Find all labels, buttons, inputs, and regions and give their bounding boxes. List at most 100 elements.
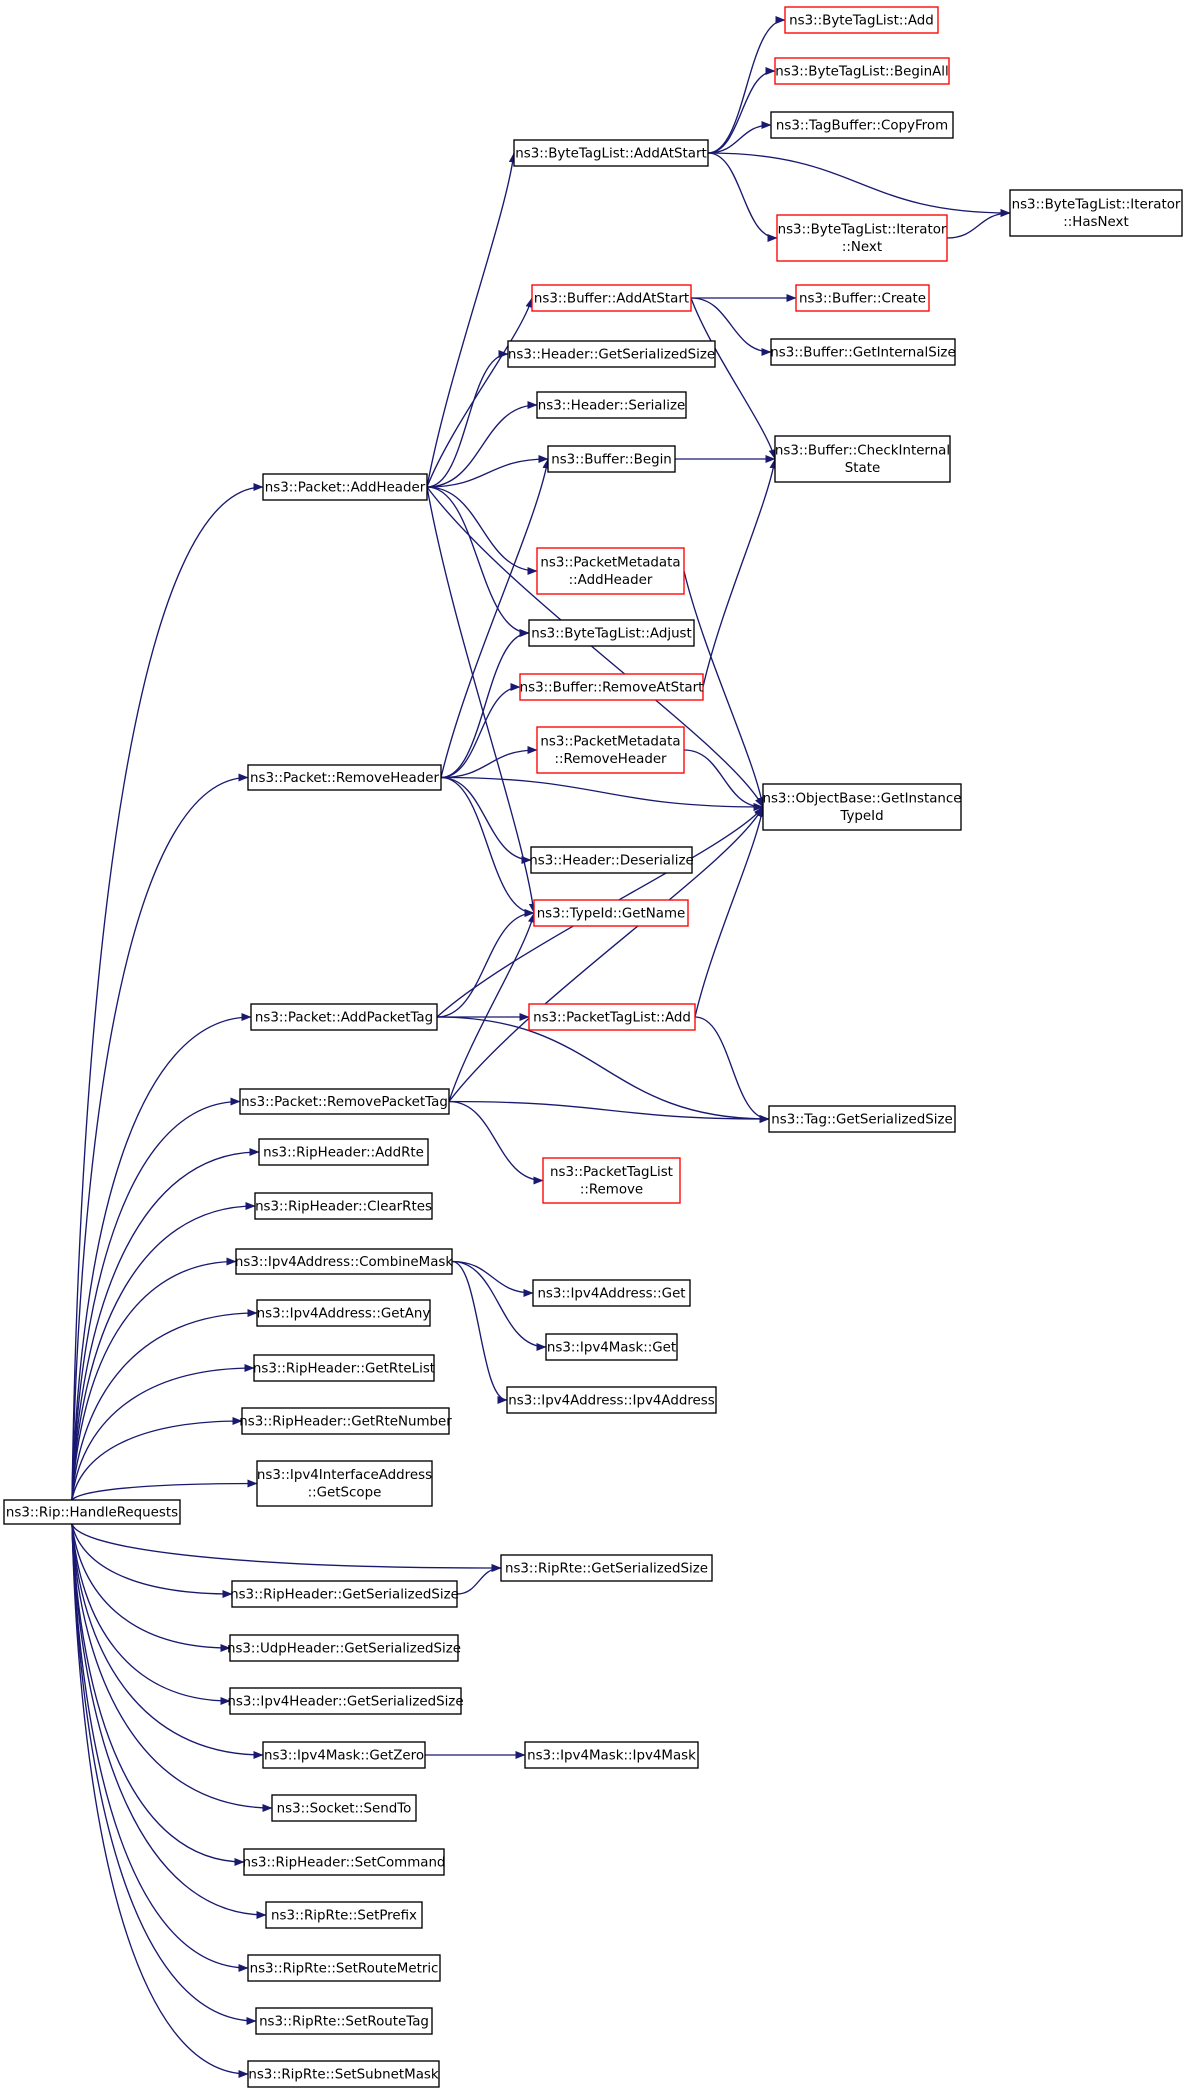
node-label: ::AddHeader: [569, 573, 653, 588]
node-box: [528, 619, 695, 647]
call-edge-byte-tag-list-add-at-start-to-tag-buffer-copy-from: [707, 121, 772, 154]
node-box: [1009, 189, 1183, 237]
node-rip-rte-set-prefix[interactable]: ns3::RipRte::SetPrefix: [265, 1901, 423, 1929]
call-edge-handle-requests-to-rip-header-set-command: [71, 1523, 245, 1866]
node-ipv4-address-get-any[interactable]: ns3::Ipv4Address::GetAny: [256, 1299, 431, 1327]
node-byte-tag-list-iterator-has-next[interactable]: ns3::ByteTagList::Iterator::HasNext: [1009, 189, 1183, 237]
node-box: [258, 1138, 429, 1166]
node-box: [776, 214, 948, 262]
node-rip-header-get-rte-number[interactable]: ns3::RipHeader::GetRteNumber: [239, 1407, 452, 1435]
node-handle-requests[interactable]: ns3::Rip::HandleRequests: [3, 1499, 181, 1525]
node-packet-add-header[interactable]: ns3::Packet::AddHeader: [262, 473, 428, 501]
node-packet-metadata-remove-header[interactable]: ns3::PacketMetadata::RemoveHeader: [536, 726, 685, 774]
node-header-serialize[interactable]: ns3::Header::Serialize: [536, 391, 687, 419]
node-label: ns3::Socket::SendTo: [277, 1801, 412, 1816]
node-label: ns3::Header::Deserialize: [529, 853, 693, 868]
node-box: [774, 57, 950, 85]
call-edge-byte-tag-list-add-at-start-to-byte-tag-list-begin-all: [707, 67, 776, 154]
call-edge-byte-tag-list-iterator-next-to-byte-tag-list-iterator-has-next: [946, 209, 1011, 239]
node-buffer-remove-at-start[interactable]: ns3::Buffer::RemoveAtStart: [519, 673, 704, 701]
node-label: ns3::RipHeader::ClearRtes: [255, 1199, 432, 1214]
node-packet-tag-list-remove[interactable]: ns3::PacketTagList::Remove: [542, 1157, 681, 1204]
node-header-deserialize[interactable]: ns3::Header::Deserialize: [529, 846, 694, 874]
node-ipv4-mask-ipv4-mask[interactable]: ns3::Ipv4Mask::Ipv4Mask: [524, 1741, 699, 1769]
node-box: [542, 1157, 681, 1204]
node-label: ns3::Buffer::RemoveAtStart: [520, 680, 704, 695]
node-byte-tag-list-iterator-next[interactable]: ns3::ByteTagList::Iterator::Next: [776, 214, 948, 262]
node-label: ns3::TagBuffer::CopyFrom: [776, 118, 948, 133]
node-rip-rte-get-serialized-size[interactable]: ns3::RipRte::GetSerializedSize: [500, 1554, 713, 1582]
node-buffer-begin[interactable]: ns3::Buffer::Begin: [547, 445, 676, 473]
call-edge-packet-remove-header-to-byte-tag-list-adjust: [440, 629, 530, 779]
node-packet-tag-list-add[interactable]: ns3::PacketTagList::Add: [528, 1003, 696, 1031]
node-tag-buffer-copy-from[interactable]: ns3::TagBuffer::CopyFrom: [770, 111, 954, 139]
node-rip-rte-set-route-tag[interactable]: ns3::RipRte::SetRouteTag: [255, 2007, 433, 2035]
call-edge-packet-metadata-remove-header-to-object-base-get-instance-type-id: [683, 749, 764, 811]
node-label: ns3::ByteTagList::Adjust: [531, 626, 692, 641]
node-box: [253, 1354, 435, 1382]
node-ipv4-interface-address-get-scope[interactable]: ns3::Ipv4InterfaceAddress::GetScope: [256, 1460, 433, 1507]
node-rip-header-clear-rtes[interactable]: ns3::RipHeader::ClearRtes: [254, 1192, 433, 1220]
node-buffer-create[interactable]: ns3::Buffer::Create: [795, 284, 930, 312]
node-ipv4-mask-get[interactable]: ns3::Ipv4Mask::Get: [545, 1333, 678, 1361]
node-header-get-serialized-size[interactable]: ns3::Header::GetSerializedSize: [507, 340, 716, 368]
node-byte-tag-list-add-at-start[interactable]: ns3::ByteTagList::AddAtStart: [513, 139, 709, 167]
node-ipv4-header-get-serialized-size[interactable]: ns3::Ipv4Header::GetSerializedSize: [227, 1687, 464, 1715]
node-rip-rte-set-subnet-mask[interactable]: ns3::RipRte::SetSubnetMask: [247, 2060, 440, 2088]
node-ipv4-address-combine-mask[interactable]: ns3::Ipv4Address::CombineMask: [235, 1248, 454, 1275]
node-byte-tag-list-begin-all[interactable]: ns3::ByteTagList::BeginAll: [774, 57, 950, 85]
call-edge-packet-remove-header-to-object-base-get-instance-type-id: [440, 776, 764, 811]
node-box: [265, 1901, 423, 1929]
node-box: [536, 391, 687, 419]
node-box: [231, 1580, 458, 1608]
node-packet-add-packet-tag[interactable]: ns3::Packet::AddPacketTag: [250, 1003, 438, 1031]
node-type-id-get-name[interactable]: ns3::TypeId::GetName: [533, 899, 689, 927]
call-edge-packet-add-header-to-type-id-get-name: [426, 486, 537, 914]
node-ipv4-address-get[interactable]: ns3::Ipv4Address::Get: [532, 1279, 691, 1307]
node-box: [256, 1299, 431, 1327]
node-rip-header-get-rte-list[interactable]: ns3::RipHeader::GetRteList: [253, 1354, 435, 1382]
node-label: ns3::Buffer::AddAtStart: [534, 291, 689, 306]
call-edge-handle-requests-to-rip-rte-set-subnet-mask: [71, 1523, 249, 2078]
call-edge-ipv4-address-combine-mask-to-ipv4-mask-get: [451, 1260, 547, 1351]
node-label: ns3::PacketMetadata: [540, 735, 680, 750]
node-label: ns3::Header::GetSerializedSize: [508, 347, 715, 362]
call-edge-packet-remove-header-to-buffer-remove-at-start: [440, 683, 521, 779]
node-packet-metadata-add-header[interactable]: ns3::PacketMetadata::AddHeader: [536, 547, 685, 595]
node-buffer-add-at-start[interactable]: ns3::Buffer::AddAtStart: [531, 284, 692, 312]
node-label: ns3::Buffer::CheckInternal: [775, 444, 950, 459]
node-ipv4-address-ipv4-address[interactable]: ns3::Ipv4Address::Ipv4Address: [506, 1386, 717, 1414]
node-rip-header-add-rte[interactable]: ns3::RipHeader::AddRte: [258, 1138, 429, 1166]
node-label: ns3::Ipv4Mask::Ipv4Mask: [527, 1748, 696, 1763]
call-edge-handle-requests-to-rip-rte-get-serialized-size: [71, 1523, 502, 1572]
node-rip-header-set-command[interactable]: ns3::RipHeader::SetCommand: [243, 1848, 446, 1876]
node-rip-rte-set-route-metric[interactable]: ns3::RipRte::SetRouteMetric: [247, 1954, 441, 1982]
node-label: ns3::Ipv4Mask::Get: [547, 1340, 676, 1355]
node-buffer-get-internal-size[interactable]: ns3::Buffer::GetInternalSize: [770, 338, 956, 366]
node-tag-get-serialized-size[interactable]: ns3::Tag::GetSerializedSize: [768, 1105, 956, 1133]
node-packet-remove-header[interactable]: ns3::Packet::RemoveHeader: [247, 764, 442, 791]
node-packet-remove-packet-tag[interactable]: ns3::Packet::RemovePacketTag: [239, 1088, 450, 1115]
node-ipv4-mask-get-zero[interactable]: ns3::Ipv4Mask::GetZero: [262, 1741, 426, 1769]
node-box: [254, 1192, 433, 1220]
call-edge-packet-add-header-to-byte-tag-list-add-at-start: [426, 152, 517, 488]
node-box: [768, 1105, 956, 1133]
node-box: [547, 445, 676, 473]
node-socket-send-to[interactable]: ns3::Socket::SendTo: [271, 1794, 417, 1822]
node-byte-tag-list-add[interactable]: ns3::ByteTagList::Add: [784, 6, 939, 34]
node-label: ns3::Ipv4Header::GetSerializedSize: [227, 1694, 463, 1709]
node-box: [262, 1741, 426, 1769]
node-label: ::Next: [842, 240, 882, 255]
node-box: [247, 764, 442, 791]
call-edge-handle-requests-to-rip-header-get-rte-number: [71, 1417, 243, 1501]
node-box: [262, 473, 428, 501]
call-edge-packet-remove-header-to-header-deserialize: [440, 776, 532, 864]
node-rip-header-get-serialized-size[interactable]: ns3::RipHeader::GetSerializedSize: [230, 1580, 459, 1608]
node-box: [256, 1460, 433, 1507]
call-edge-packet-add-header-to-header-get-serialized-size: [426, 350, 509, 488]
node-udp-header-get-serialized-size[interactable]: ns3::UdpHeader::GetSerializedSize: [227, 1634, 461, 1662]
node-byte-tag-list-adjust[interactable]: ns3::ByteTagList::Adjust: [528, 619, 695, 647]
node-box: [229, 1687, 462, 1715]
